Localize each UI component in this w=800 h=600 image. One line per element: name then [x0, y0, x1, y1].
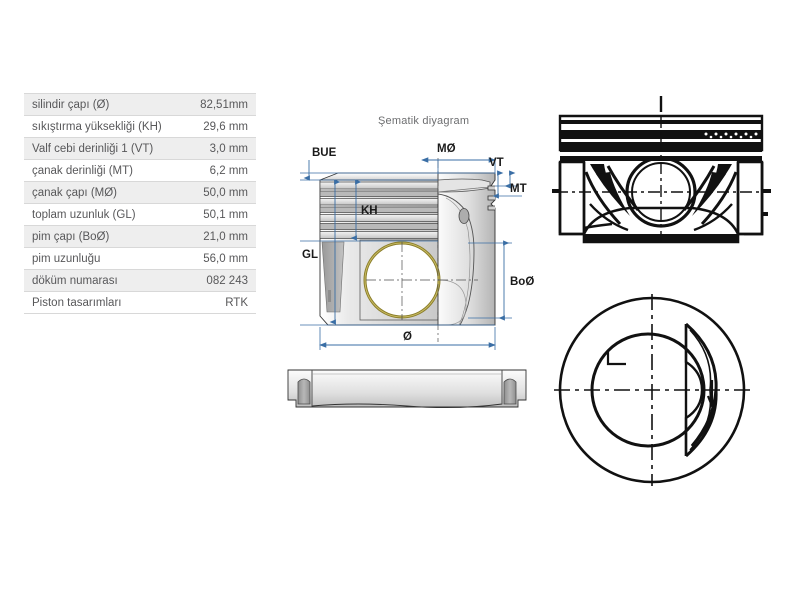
spec-label: pim uzunluğu — [24, 247, 186, 270]
spec-value: 6,2 mm — [185, 159, 256, 182]
dimension-label-vt: VT — [489, 157, 504, 169]
piston-cross-section-lineart — [552, 96, 771, 244]
piston-bottom-view-drawing — [287, 369, 527, 409]
spec-label: döküm numarası — [24, 269, 186, 292]
table-row: Valf cebi derinliği 1 (VT)3,0 mm — [24, 137, 256, 160]
table-row: çanak çapı (MØ)50,0 mm — [24, 181, 256, 204]
table-row: çanak derinliği (MT)6,2 mm — [24, 159, 256, 182]
spec-value: 50,1 mm — [185, 203, 256, 226]
spec-label: Valf cebi derinliği 1 (VT) — [24, 137, 186, 160]
spec-value: 21,0 mm — [185, 225, 256, 248]
dimension-label-diameter: Ø — [403, 331, 412, 343]
spec-value: 082 243 — [185, 269, 256, 292]
spec-value: 3,0 mm — [185, 137, 256, 160]
spec-label: Piston tasarımları — [24, 291, 186, 314]
spec-table-body: silindir çapı (Ø)82,51mm sıkıştırma yüks… — [24, 93, 256, 314]
table-row: toplam uzunluk (GL)50,1 mm — [24, 203, 256, 226]
spec-label: silindir çapı (Ø) — [24, 93, 186, 116]
centerlines — [366, 158, 478, 342]
dimension-lines — [300, 157, 522, 350]
dimension-label-bo: BoØ — [510, 276, 534, 288]
spec-label: çanak derinliği (MT) — [24, 159, 186, 182]
spec-label: sıkıştırma yüksekliği (KH) — [24, 115, 186, 138]
dimension-label-mo: MØ — [437, 143, 456, 155]
piston-main-section-drawing: BUE KH GL MØ VT MT BoØ Ø — [300, 143, 534, 350]
spec-label: toplam uzunluk (GL) — [24, 203, 186, 226]
dimension-label-kh: KH — [361, 205, 378, 217]
dimension-label-mt: MT — [510, 183, 527, 195]
table-row: pim çapı (BoØ)21,0 mm — [24, 225, 256, 248]
spec-label: pim çapı (BoØ) — [24, 225, 186, 248]
dimension-label-bue: BUE — [312, 147, 337, 159]
table-row: silindir çapı (Ø)82,51mm — [24, 93, 256, 116]
dimension-label-gl: GL — [302, 249, 318, 261]
schematic-caption: Şematik diyagram — [378, 115, 470, 127]
spec-value: 56,0 mm — [185, 247, 256, 270]
spec-value: 50,0 mm — [185, 181, 256, 204]
table-row: sıkıştırma yüksekliği (KH)29,6 mm — [24, 115, 256, 138]
spec-value: 29,6 mm — [185, 115, 256, 138]
spec-value: 82,51mm — [185, 93, 256, 116]
piston-body-graphic — [319, 172, 496, 326]
spec-label: çanak çapı (MØ) — [24, 181, 186, 204]
spec-value: RTK — [185, 291, 256, 314]
piston-top-view-lineart — [554, 294, 750, 486]
specification-table: silindir çapı (Ø)82,51mm sıkıştırma yüks… — [24, 93, 256, 314]
